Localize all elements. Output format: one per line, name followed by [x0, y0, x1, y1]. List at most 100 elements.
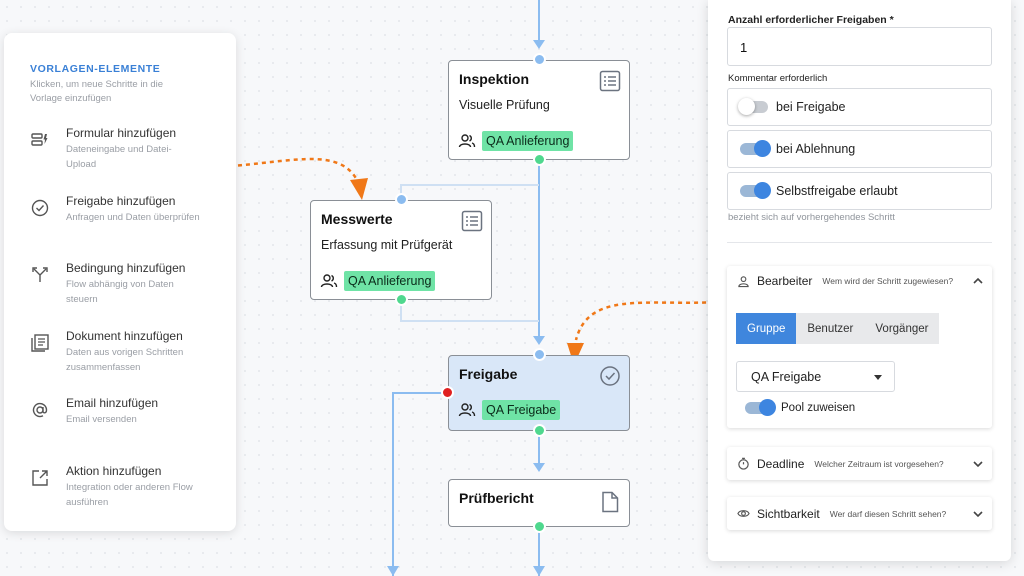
node-reject-port[interactable]	[441, 386, 454, 399]
toggle-label: Selbstfreigabe erlaubt	[776, 184, 898, 198]
form-icon	[30, 130, 52, 152]
chevron-up-icon[interactable]	[972, 275, 984, 287]
self-approval-toggle[interactable]	[740, 182, 771, 199]
toggle-row-self-approval[interactable]: Selbstfreigabe erlaubt	[727, 172, 992, 210]
node-output-port[interactable]	[533, 520, 546, 533]
annotation-arrow-left	[189, 157, 359, 181]
rejection-comment-toggle[interactable]	[740, 140, 771, 157]
form-list-icon	[461, 210, 483, 232]
group-select[interactable]: QA Freigabe	[736, 361, 895, 392]
caret-down-icon	[874, 375, 882, 380]
approvals-count-input[interactable]: 1	[727, 27, 992, 66]
node-title: Freigabe	[459, 366, 518, 382]
add-document-item[interactable]: Dokument hinzufügen Daten aus vorigen Sc…	[30, 329, 222, 397]
node-output-port[interactable]	[533, 153, 546, 166]
item-desc: Anfragen und Daten überprüfen	[66, 211, 200, 223]
add-approval-item[interactable]: Freigabe hinzufügen Anfragen und Daten ü…	[30, 194, 222, 262]
tab-gruppe[interactable]: Gruppe	[736, 313, 797, 344]
assignee-tag: QA Freigabe	[482, 400, 561, 420]
chevron-down-icon[interactable]	[972, 458, 984, 470]
section-header[interactable]: Sichtbarkeit Wer darf diesen Schritt seh…	[727, 497, 992, 530]
users-icon	[458, 403, 476, 417]
document-icon	[30, 333, 52, 355]
item-title: Dokument hinzufügen	[66, 328, 183, 343]
node-inspektion[interactable]: Inspektion Visuelle Prüfung QA Anlieferu…	[448, 60, 630, 160]
node-input-port[interactable]	[533, 53, 546, 66]
node-assignee: QA Anlieferung	[320, 271, 436, 291]
node-subtitle: Visuelle Prüfung	[459, 98, 550, 112]
external-link-icon	[30, 468, 52, 490]
node-output-port[interactable]	[395, 293, 408, 306]
approvals-count-label: Anzahl erforderlicher Freigaben *	[728, 14, 894, 26]
item-title: Bedingung hinzufügen	[66, 261, 186, 275]
pool-row[interactable]: Pool zuweisen	[745, 399, 856, 416]
section-title: Bearbeiter	[757, 274, 813, 288]
users-icon	[320, 274, 338, 288]
chevron-down-icon[interactable]	[972, 508, 984, 520]
check-circle-icon	[600, 366, 620, 386]
tab-vorgaenger[interactable]: Vorgänger	[864, 313, 940, 344]
node-assignee: QA Anlieferung	[458, 131, 574, 151]
section-title: Deadline	[757, 456, 805, 471]
item-desc: Flow abhängig von Daten steuern	[66, 279, 174, 305]
node-title: Prüfbericht	[459, 490, 534, 506]
section-question: Wem wird der Schritt zugewiesen?	[822, 276, 954, 286]
node-subtitle: Erfassung mit Prüfgerät	[321, 238, 453, 252]
file-icon	[602, 491, 619, 513]
section-bearbeiter: Bearbeiter Wem wird der Schritt zugewies…	[727, 266, 992, 428]
annotation-arrow-right	[574, 298, 739, 341]
add-email-item[interactable]: Email hinzufügen Email versenden	[30, 396, 222, 464]
assignee-tag: QA Anlieferung	[344, 271, 436, 291]
user-icon	[738, 275, 749, 287]
node-title: Inspektion	[459, 71, 530, 87]
node-input-port[interactable]	[395, 193, 408, 206]
toggle-row-rejection[interactable]: bei Ablehnung	[727, 130, 992, 168]
item-desc: Integration oder anderen Flow ausführen	[66, 481, 193, 508]
item-title: Formular hinzufügen	[66, 126, 177, 140]
section-question: Wer darf diesen Schritt sehen?	[829, 508, 947, 519]
check-circle-icon	[30, 198, 52, 220]
assignee-type-tabs: Gruppe Benutzer Vorgänger	[736, 313, 940, 344]
divider	[727, 242, 992, 243]
section-sichtbarkeit[interactable]: Sichtbarkeit Wer darf diesen Schritt seh…	[727, 497, 992, 530]
add-action-item[interactable]: Aktion hinzufügen Integration oder ander…	[30, 464, 222, 532]
section-question: Welcher Zeitraum ist vorgesehen?	[814, 458, 944, 469]
node-output-port[interactable]	[533, 424, 546, 437]
toggle-label: bei Ablehnung	[776, 142, 856, 156]
toggle-row-approval[interactable]: bei Freigabe	[727, 88, 992, 126]
pool-toggle[interactable]	[745, 399, 776, 416]
branch-icon	[30, 265, 52, 287]
add-condition-item[interactable]: Bedingung hinzufügen Flow abhängig von D…	[30, 261, 222, 329]
item-desc: Email versenden	[66, 414, 137, 425]
section-title: Sichtbarkeit	[757, 506, 820, 521]
node-assignee: QA Freigabe	[458, 400, 561, 420]
node-messwerte[interactable]: Messwerte Erfassung mit Prüfgerät QA Anl…	[310, 200, 492, 300]
group-select-value: QA Freigabe	[751, 369, 822, 384]
at-icon	[30, 400, 52, 422]
section-deadline[interactable]: Deadline Welcher Zeitraum ist vorgesehen…	[727, 447, 992, 480]
item-title: Aktion hinzufügen	[66, 463, 162, 478]
panel-title: VORLAGEN-ELEMENTE	[30, 63, 161, 75]
approval-comment-toggle[interactable]	[738, 98, 768, 115]
item-desc: Dateneingabe und Datei-Upload	[66, 144, 172, 170]
users-icon	[458, 134, 476, 148]
node-input-port[interactable]	[533, 348, 546, 361]
tab-benutzer[interactable]: Benutzer	[796, 313, 865, 344]
panel-subtitle: Klicken, um neue Schritte in die Vorlage…	[30, 79, 164, 104]
template-elements-panel: VORLAGEN-ELEMENTE Klicken, um neue Schri…	[4, 33, 236, 531]
pool-label: Pool zuweisen	[781, 402, 856, 414]
node-freigabe[interactable]: Freigabe QA Freigabe	[448, 355, 630, 431]
comment-required-label: Kommentar erforderlich	[728, 73, 828, 84]
step-settings-panel: Anzahl erforderlicher Freigaben * 1 Komm…	[708, 0, 1011, 561]
section-header[interactable]: Deadline Welcher Zeitraum ist vorgesehen…	[727, 447, 992, 480]
toggle-label: bei Freigabe	[776, 100, 846, 114]
add-form-item[interactable]: Formular hinzufügen Dateneingabe und Dat…	[30, 126, 222, 194]
timer-icon	[738, 457, 749, 470]
item-desc: Daten aus vorigen Schritten zusammenfass…	[66, 346, 184, 373]
self-approval-hint: bezieht sich auf vorhergehendes Schritt	[728, 212, 895, 223]
section-header[interactable]: Bearbeiter Wem wird der Schritt zugewies…	[727, 266, 992, 296]
eye-icon	[737, 510, 750, 517]
item-title: Email hinzufügen	[66, 396, 159, 410]
node-title: Messwerte	[321, 211, 393, 227]
